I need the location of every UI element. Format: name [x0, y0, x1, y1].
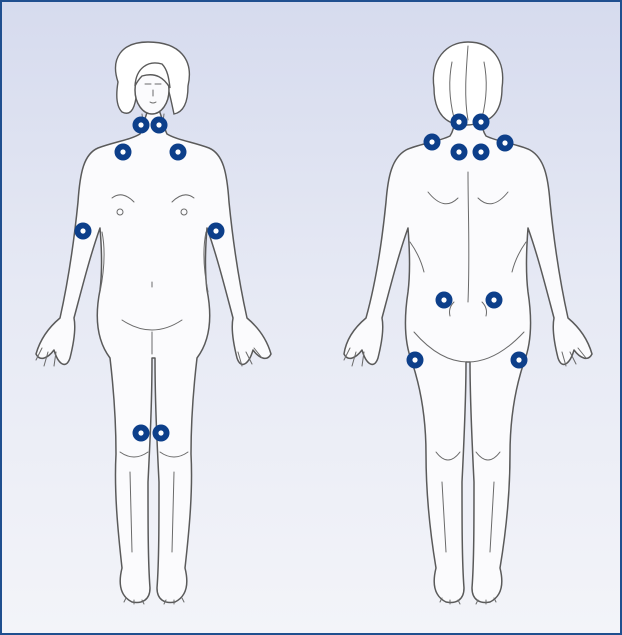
tender-point-marker: [151, 117, 168, 134]
back-figure: [344, 42, 592, 604]
tender-point-marker: [133, 425, 150, 442]
tender-point-marker: [473, 144, 490, 161]
tender-point-marker: [424, 134, 441, 151]
tender-point-marker: [75, 223, 92, 240]
tender-point-marker: [511, 352, 528, 369]
tender-point-marker: [473, 114, 490, 131]
tender-point-marker: [486, 292, 503, 309]
tender-point-marker: [133, 117, 150, 134]
tender-point-marker: [170, 144, 187, 161]
tender-point-marker: [208, 223, 225, 240]
tender-point-marker: [407, 352, 424, 369]
tender-point-marker: [153, 425, 170, 442]
tender-point-marker: [436, 292, 453, 309]
tender-point-marker: [497, 135, 514, 152]
tender-point-marker: [451, 114, 468, 131]
tender-point-marker: [115, 144, 132, 161]
tender-point-marker: [451, 144, 468, 161]
